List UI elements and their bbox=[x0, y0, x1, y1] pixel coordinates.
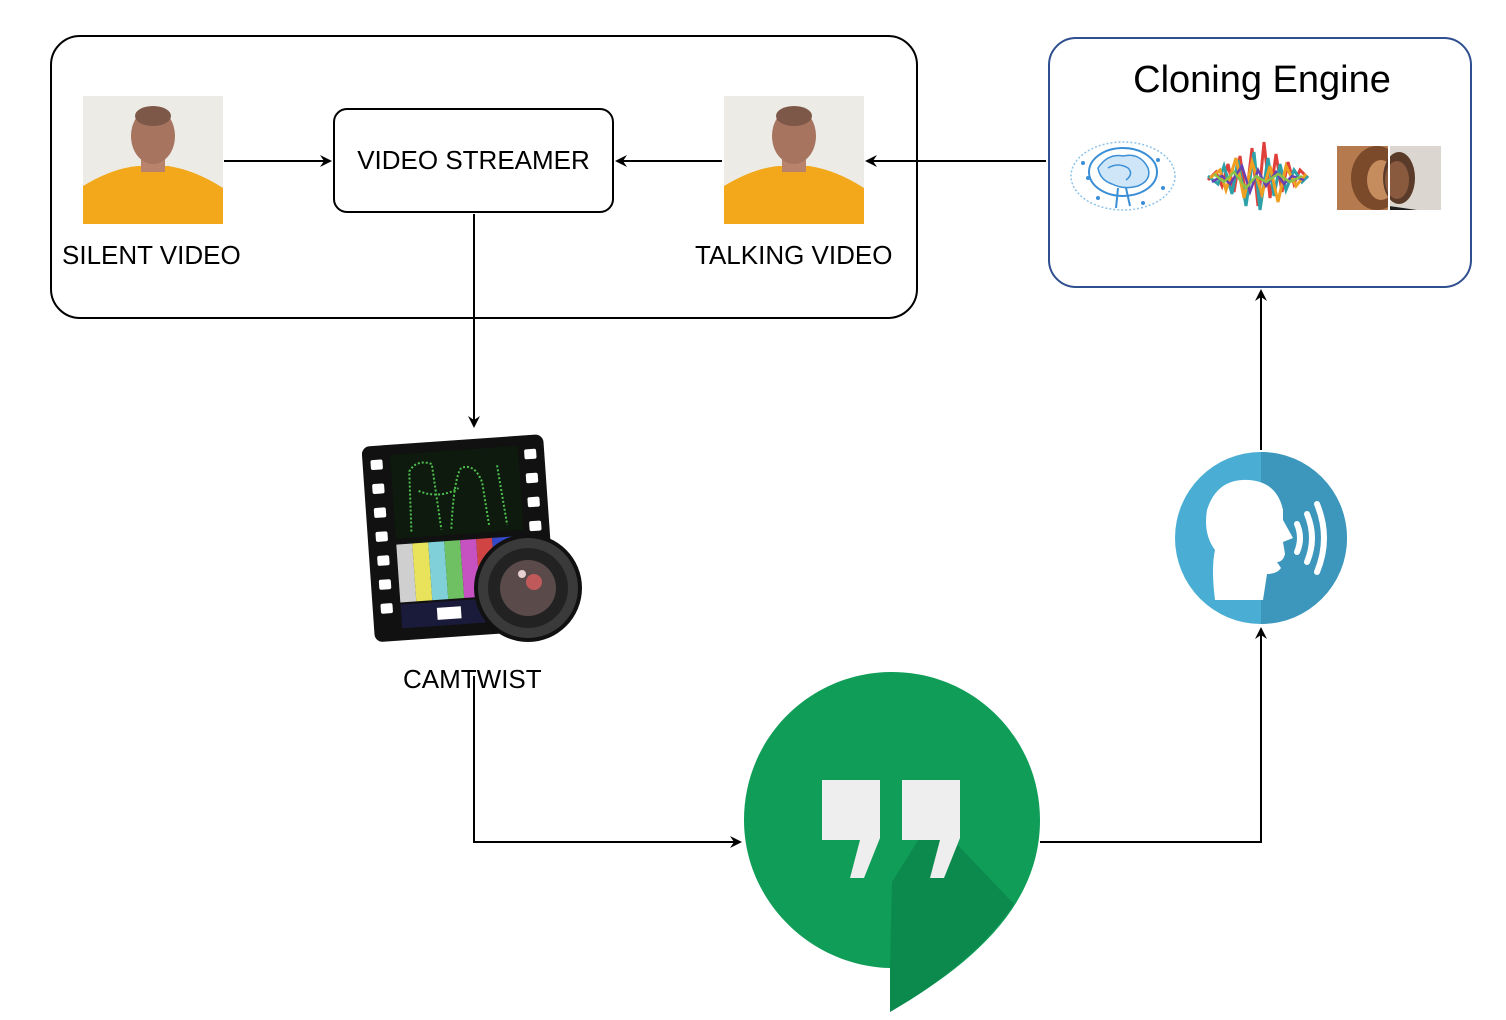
video-streamer-label: VIDEO STREAMER bbox=[357, 145, 590, 175]
face-split-icon bbox=[1337, 146, 1441, 210]
silent-video-thumbnail bbox=[83, 96, 223, 224]
cloning-engine-title: Cloning Engine bbox=[1133, 59, 1391, 101]
hangouts-icon bbox=[744, 672, 1040, 1012]
talking-video-thumbnail bbox=[724, 96, 864, 224]
silent-video-label: SILENT VIDEO bbox=[62, 240, 241, 270]
video-pipeline-container bbox=[50, 35, 918, 319]
camtwist-label: CAMTWIST bbox=[403, 664, 542, 694]
arrow-hangouts-to-voice bbox=[1040, 627, 1267, 843]
brain-network-icon bbox=[1070, 141, 1176, 211]
voice-speaker-icon bbox=[1175, 452, 1347, 624]
arrow-camtwist-to-hangouts bbox=[473, 676, 742, 848]
talking-video-label: TALKING VIDEO bbox=[695, 240, 893, 270]
sound-wave-icon bbox=[1206, 141, 1310, 211]
camtwist-icon bbox=[362, 434, 582, 642]
video-streamer-box: VIDEO STREAMER bbox=[333, 108, 614, 213]
